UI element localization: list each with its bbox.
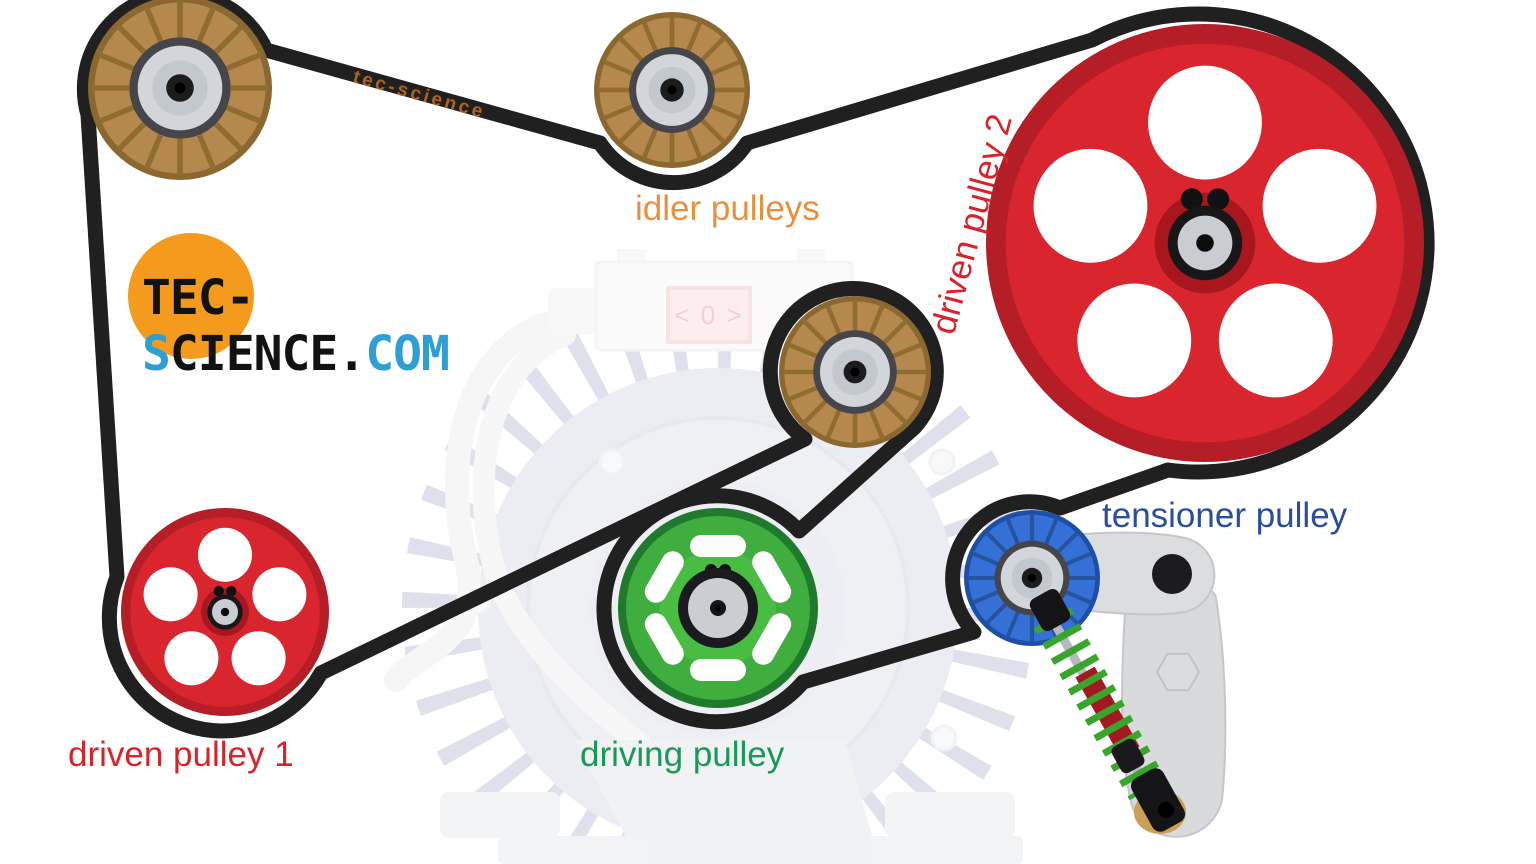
terminal-display — [666, 286, 752, 344]
terminal-display-value: < 0 > — [674, 300, 743, 330]
logo-text: TEC-SCIENCE.COM — [142, 270, 450, 382]
idler-pulley-top-middle — [594, 12, 750, 168]
motor-shaft-stub — [548, 288, 600, 334]
logo-seg-dark: TEC- — [142, 270, 255, 326]
logo-orange-circle — [128, 233, 254, 359]
idler-pulley-center — [779, 296, 931, 448]
logo-seg-dark: CIENCE. — [169, 326, 366, 382]
logo-seg-blue: S — [142, 326, 171, 382]
driven-pulley-2 — [986, 23, 1424, 462]
logo-seg-blue: COM — [365, 326, 450, 382]
driven-pulley-1 — [121, 508, 329, 716]
motor-cable — [384, 308, 572, 692]
tensioner-spring-damper — [1029, 589, 1186, 832]
spring-top-mount — [1029, 589, 1071, 631]
motor-foot — [440, 792, 560, 838]
belt-watermark: tec-science — [351, 67, 488, 124]
label-idler-pulleys: idler pulleys — [635, 189, 820, 228]
idler-pulley-top-left — [88, 0, 272, 180]
label-tensioner-pulley: tensioner pulley — [1102, 496, 1348, 535]
label-driven-pulley-1: driven pulley 1 — [68, 735, 294, 774]
motor-stand — [575, 740, 880, 864]
hex-bolt — [1155, 652, 1201, 692]
spring-bottom-joint — [1111, 738, 1145, 774]
driving-pulley — [618, 508, 818, 708]
drive-belt — [76, 0, 1435, 739]
motor-cable — [472, 324, 775, 864]
label-driving-pulley: driving pulley — [580, 735, 785, 774]
spring-bottom-mount — [1130, 768, 1186, 832]
motor-foot — [885, 792, 1015, 838]
arm-pivot — [1152, 554, 1192, 594]
